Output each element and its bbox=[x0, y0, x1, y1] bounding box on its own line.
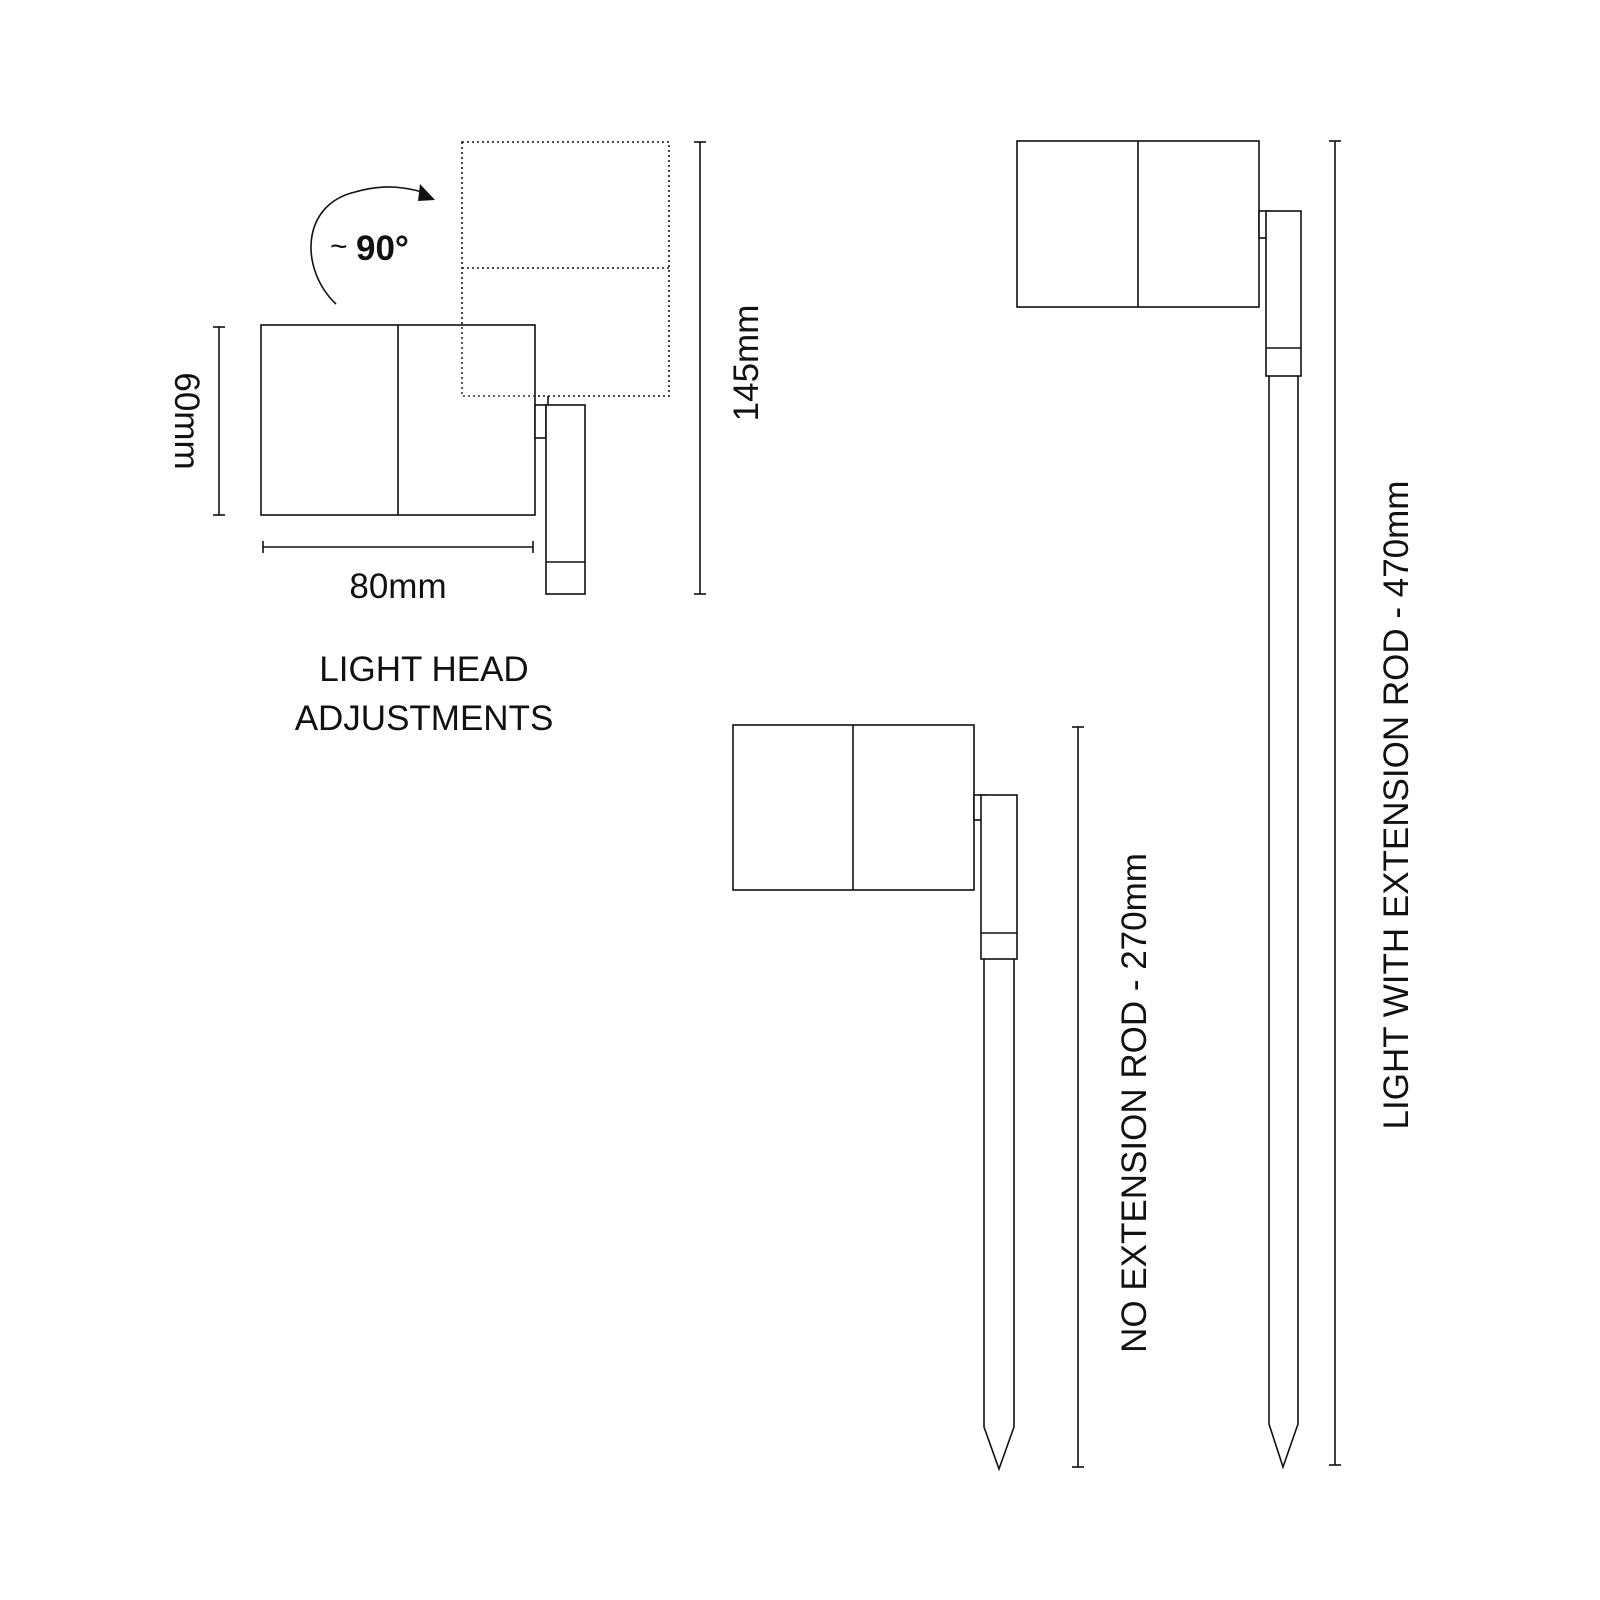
rotation-arrow bbox=[310, 186, 423, 305]
light-with-extension-figure: LIGHT WITH EXTENSION ROD - 470mm bbox=[1016, 140, 1416, 1470]
rotation-tilde: ~ bbox=[330, 230, 348, 263]
head-connector bbox=[534, 404, 547, 439]
rotation-arrowhead bbox=[418, 184, 435, 201]
head-mount-column bbox=[545, 404, 586, 595]
short-light-spike bbox=[983, 959, 1015, 1472]
rotation-angle-label: 90° bbox=[356, 229, 409, 268]
dim-head-height-label: 60mm bbox=[167, 372, 206, 469]
caption-line-2: ADJUSTMENTS bbox=[295, 699, 554, 738]
no-extension-label: NO EXTENSION ROD - 270mm bbox=[1115, 853, 1154, 1353]
short-light-column bbox=[980, 794, 1018, 960]
tall-light-spike bbox=[1268, 376, 1299, 1470]
tall-light-column bbox=[1265, 210, 1302, 377]
dim-head-total-label: 145mm bbox=[727, 305, 766, 422]
caption-line-1: LIGHT HEAD bbox=[319, 650, 528, 689]
with-extension-label: LIGHT WITH EXTENSION ROD - 470mm bbox=[1377, 481, 1416, 1130]
dim-head-width-label: 80mm bbox=[349, 567, 446, 606]
light-head-adjustment-figure: ~ 90° 60mm 80mm 145mm LIGHT HEAD ADJUSTM… bbox=[167, 141, 766, 738]
light-no-extension-figure: NO EXTENSION ROD - 270mm bbox=[732, 724, 1154, 1472]
